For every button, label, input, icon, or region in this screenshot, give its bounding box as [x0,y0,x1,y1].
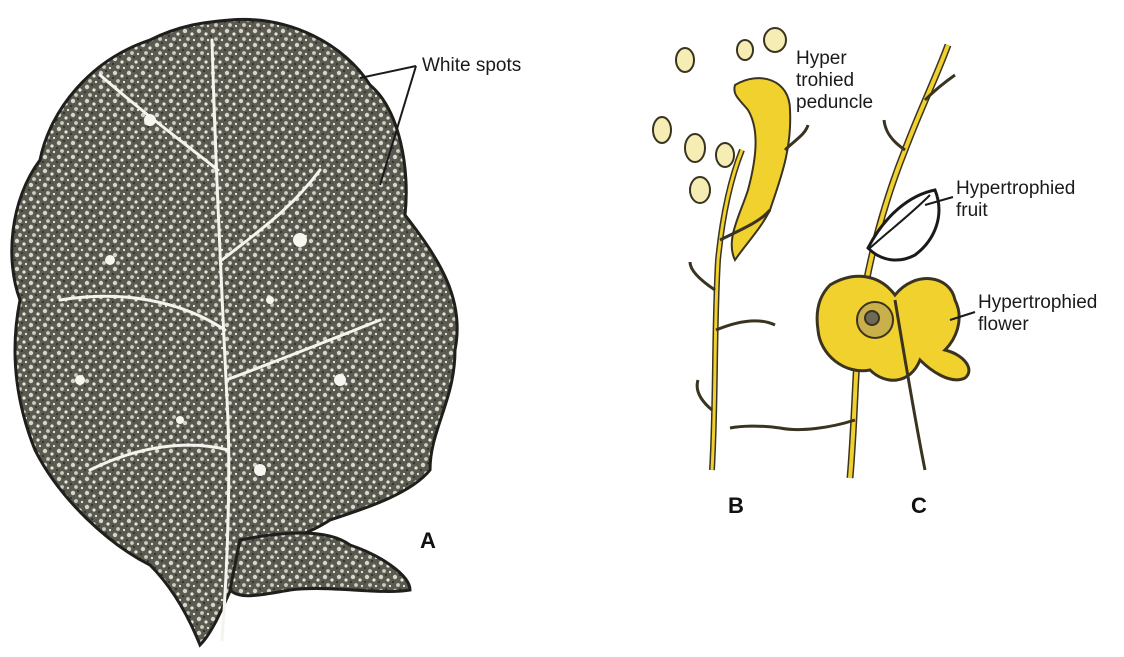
leaf-lobe-lower [230,533,410,596]
hypertrophied-fruit-label: Hypertrophied fruit [956,178,1075,222]
hypertrophied-flower-label: Hypertrophied flower [978,292,1097,336]
panel-label-b: B [728,493,744,519]
hypertrophied-flower-shape [817,276,969,380]
panel-label-c: C [911,493,927,519]
hypertrophied-peduncle-label: Hyper trohied peduncle [796,48,873,114]
leaf-illustration-a [12,19,457,645]
shoot-illustration-b [653,28,808,470]
white-spots-label: White spots [422,55,521,77]
panel-label-a: A [420,528,436,554]
swollen-peduncle [732,78,791,260]
leaf-blade [12,19,457,645]
